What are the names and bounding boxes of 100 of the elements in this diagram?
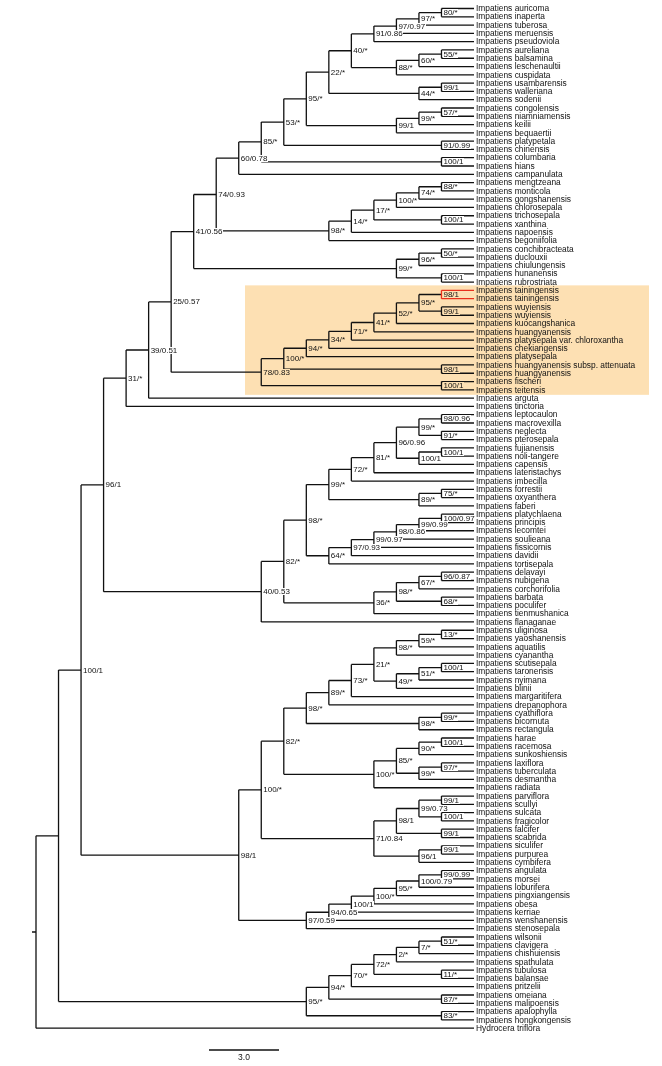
- support-value: 39/0.51: [150, 346, 178, 354]
- support-value: 41/*: [375, 318, 391, 326]
- taxon-name: Impatiens balansae: [476, 974, 549, 983]
- support-value: 75/*: [442, 489, 459, 497]
- support-value: 31/*: [127, 374, 143, 382]
- taxon-name: Impatiens chishuiensis: [476, 949, 561, 958]
- support-value: 91/0.99: [442, 141, 471, 149]
- taxon-name: Impatiens leptocaulon: [476, 410, 558, 419]
- support-value: 98/*: [330, 227, 346, 235]
- support-value: 96/1: [105, 481, 122, 489]
- support-value: 87/*: [442, 995, 459, 1003]
- taxon-name: Impatiens corchorifolia: [476, 584, 560, 593]
- support-value: 99/*: [397, 265, 414, 273]
- support-value: 100/1: [442, 813, 464, 821]
- taxon-name: Impatiens begoniifolia: [476, 236, 557, 245]
- support-value: 97/0.97: [397, 22, 426, 30]
- support-value: 91/*: [442, 431, 459, 439]
- support-value: 52/*: [397, 309, 414, 317]
- support-value: 21/*: [375, 660, 391, 668]
- taxon-name: Impatiens pritzelii: [476, 982, 541, 991]
- support-value: 100/1: [442, 216, 464, 224]
- support-value: 72/*: [352, 465, 369, 473]
- support-value: 99/0.97: [375, 536, 404, 544]
- taxon-name: Impatiens cuspidata: [476, 70, 551, 79]
- support-value: 57/*: [442, 108, 459, 116]
- taxon-name: Impatiens fischeri: [476, 377, 542, 386]
- support-value: 59/*: [420, 637, 436, 645]
- taxon-name: Impatiens campanulata: [476, 170, 563, 179]
- support-value: 100/*: [397, 196, 418, 204]
- support-value: 100/1: [442, 274, 464, 282]
- taxon-name: Impatiens radiata: [476, 783, 541, 792]
- taxon-name: Impatiens pingxiangensis: [476, 891, 571, 900]
- support-value: 97/0.93: [352, 544, 381, 552]
- support-value: 99/*: [420, 114, 436, 122]
- taxon-name: Impatiens inaperta: [476, 12, 545, 21]
- support-value: 99/1: [397, 122, 415, 130]
- support-value: 99/*: [330, 481, 346, 488]
- taxon-name: Impatiens auricoma: [476, 4, 550, 13]
- support-value: 64/*: [330, 552, 346, 560]
- support-value: 40/*: [352, 47, 369, 55]
- support-value: 90/*: [420, 744, 436, 752]
- support-value: 95/*: [307, 998, 324, 1006]
- taxon-name: Impatiens capensis: [476, 460, 548, 469]
- support-value: 94/0.65: [330, 908, 359, 916]
- taxon-name: Impatiens tainingensis: [476, 294, 559, 303]
- taxon-name: Impatiens platysepala: [476, 352, 557, 361]
- support-value: 68/*: [442, 597, 459, 605]
- support-value: 17/*: [375, 206, 391, 214]
- support-value: 98/*: [397, 588, 414, 596]
- support-value: 36/*: [375, 599, 391, 607]
- taxon-name: Impatiens oxyanthera: [476, 493, 557, 502]
- taxon-name: Impatiens huangyanensis: [476, 327, 571, 336]
- support-value: 85/*: [397, 757, 414, 765]
- support-value: 78/0.83: [262, 368, 291, 376]
- support-value: 99/1: [442, 796, 460, 804]
- support-value: 97/0.59: [307, 916, 336, 924]
- support-value: 74/*: [420, 189, 436, 197]
- taxon-name: Impatiens tienmushanica: [476, 609, 569, 618]
- taxon-name: Impatiens siculifer: [476, 841, 544, 850]
- support-value: 88/*: [442, 183, 459, 191]
- support-value: 91/0.86: [375, 30, 404, 38]
- support-value: 98/*: [307, 704, 324, 712]
- support-value: 85/*: [262, 138, 278, 146]
- support-value: 94/*: [307, 344, 324, 352]
- taxon-name: Impatiens kuocangshanica: [476, 319, 576, 328]
- support-value: 96/1: [420, 852, 437, 860]
- taxon-name: Impatiens tinctoria: [476, 402, 544, 411]
- support-value: 100/*: [285, 355, 305, 363]
- taxon-name: Impatiens sodenii: [476, 95, 542, 104]
- support-value: 14/*: [352, 217, 369, 225]
- support-value: 100/0.79: [420, 877, 453, 885]
- support-value: 70/*: [352, 972, 369, 980]
- taxon-name: Impatiens desmantha: [476, 775, 557, 784]
- support-value: 98/*: [420, 720, 436, 727]
- support-value: 44/*: [420, 89, 436, 97]
- support-value: 82/*: [285, 737, 301, 745]
- taxon-name: Impatiens lecomtei: [476, 526, 546, 535]
- support-value: 7/*: [420, 943, 432, 951]
- support-value: 99/*: [442, 713, 459, 721]
- support-value: 71/0.84: [375, 835, 404, 843]
- taxon-name: Impatiens davidii: [476, 551, 539, 560]
- taxon-name: Impatiens malipoensis: [476, 999, 559, 1008]
- support-value: 100/*: [375, 892, 396, 900]
- support-value: 99/1: [442, 307, 460, 315]
- support-value: 98/1: [442, 365, 460, 373]
- support-value: 98/1: [442, 291, 460, 298]
- support-value: 74/0.93: [217, 191, 246, 198]
- support-value: 34/*: [330, 336, 346, 344]
- taxon-name: Impatiens wenshanensis: [476, 916, 568, 925]
- taxon-name: Impatiens tainingensis: [476, 286, 559, 295]
- support-value: 99/0.99: [420, 521, 449, 529]
- taxon-name: Impatiens cymbifera: [476, 858, 551, 867]
- taxon-name: Impatiens lateristachys: [476, 468, 562, 477]
- support-value: 99/*: [420, 769, 436, 777]
- taxon-name: Impatiens taronensis: [476, 667, 554, 676]
- support-value: 67/*: [420, 579, 436, 587]
- support-value: 13/*: [442, 630, 459, 638]
- support-value: 55/*: [442, 50, 459, 58]
- support-value: 100/*: [375, 770, 396, 778]
- support-value: 25/0.57: [172, 298, 201, 306]
